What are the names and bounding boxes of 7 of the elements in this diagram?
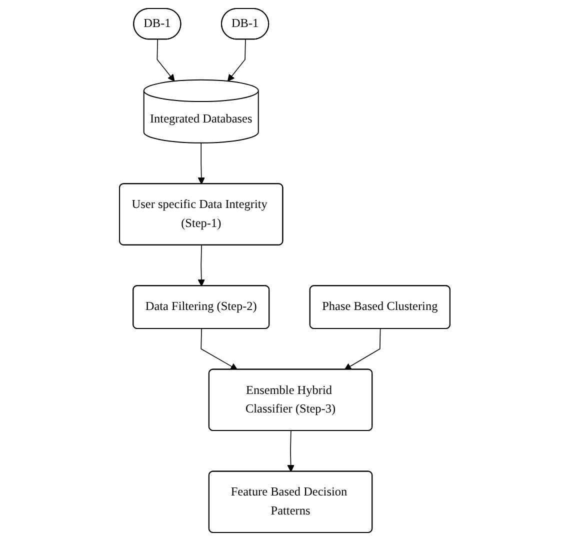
- arrow: [198, 244, 205, 286]
- arrow: [198, 142, 205, 184]
- arrow: [200, 328, 238, 370]
- arrow: [344, 328, 380, 370]
- arrow: [286, 430, 294, 472]
- arrow: [156, 39, 175, 82]
- arrow: [227, 39, 246, 82]
